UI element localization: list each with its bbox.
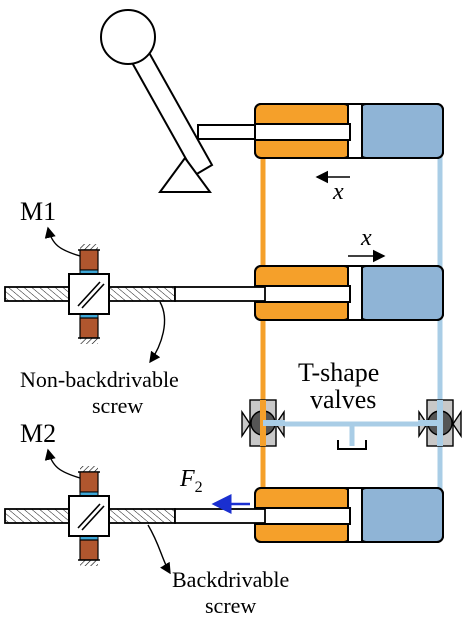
back-label-2: screw <box>205 593 256 618</box>
top-cylinder <box>254 103 444 159</box>
nut-icon <box>68 273 110 315</box>
valves-label-1: T-shape <box>298 358 379 387</box>
force-label: F2 <box>179 466 203 496</box>
backdrivable-screw <box>4 508 266 524</box>
drain-tank-icon <box>337 440 367 450</box>
x-arrow-top: x <box>315 170 350 205</box>
force-arrow: F2 <box>179 466 250 514</box>
nonback-label-2: screw <box>92 393 143 418</box>
m1-leader <box>44 226 81 257</box>
valves-label-2: valves <box>310 385 376 414</box>
x-arrow-mid: x <box>348 225 386 263</box>
m2-leader <box>44 448 81 479</box>
bottom-cylinder <box>254 487 444 543</box>
t-valve-icon <box>418 399 462 447</box>
nut-icon <box>68 495 110 537</box>
nonback-label-1: Non-backdrivable <box>20 367 179 392</box>
back-leader <box>147 524 171 575</box>
lever-handle-icon <box>100 9 214 193</box>
t-valve-icon <box>241 399 285 447</box>
x-label-top: x <box>332 179 344 205</box>
m2-label: M2 <box>20 419 56 448</box>
nonback-leader <box>149 301 166 364</box>
non-backdrivable-screw <box>4 286 266 302</box>
middle-cylinder <box>254 265 444 321</box>
x-label-mid: x <box>360 225 372 251</box>
m1-label: M1 <box>20 197 56 226</box>
motor-icon <box>78 466 100 566</box>
motor-icon <box>78 244 100 344</box>
back-label-1: Backdrivable <box>172 567 289 592</box>
